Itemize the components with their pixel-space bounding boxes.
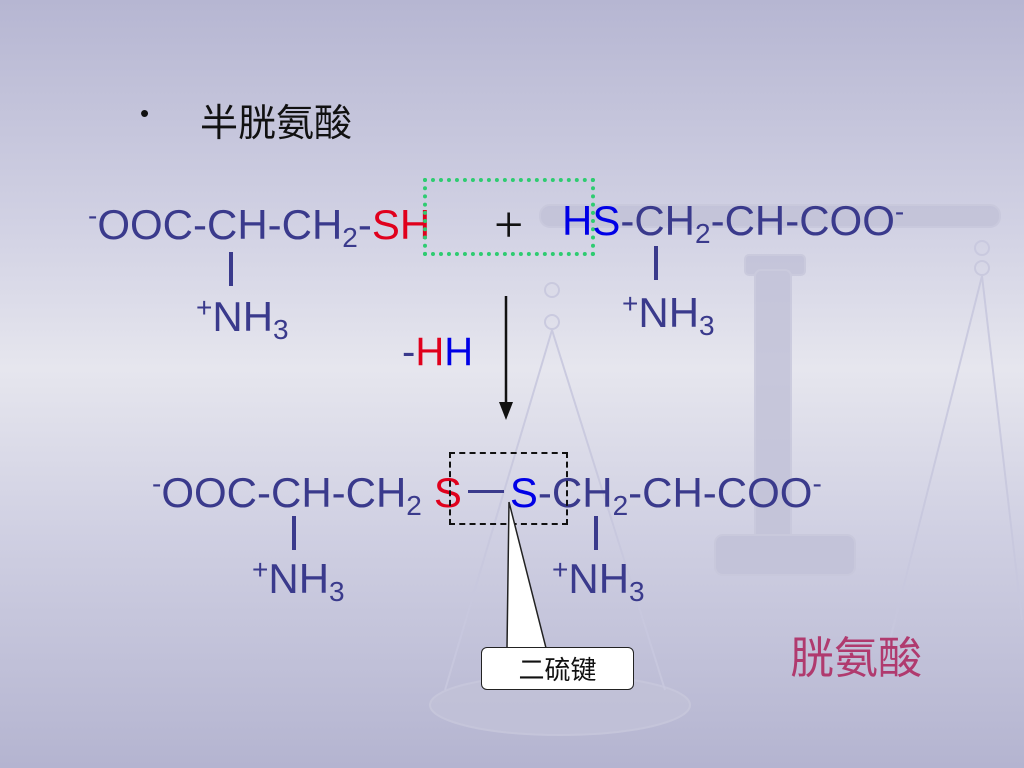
product-chain-b: CH — [551, 469, 613, 516]
amine-plus-charge: + — [252, 554, 269, 585]
disulfide-bond-callout: 二硫键 — [481, 647, 634, 690]
amine-nh: NH — [268, 555, 330, 602]
bullet-point: • — [140, 98, 150, 128]
ch2-subscript: 2 — [406, 490, 422, 521]
ch2-subscript: 2 — [612, 490, 629, 521]
product-chain-a: OOC-CH-CH — [161, 469, 407, 516]
ch2-subscript: 2 — [695, 218, 711, 249]
product-amine-right: +NH3 — [552, 555, 645, 606]
amine-bond-line — [292, 516, 296, 550]
carboxylate-charge: - — [812, 468, 822, 499]
carboxylate-charge: - — [88, 200, 98, 231]
slide-title: 半胱氨酸 — [200, 101, 353, 145]
carboxylate-charge: - — [152, 468, 162, 499]
amine-plus-charge: + — [552, 554, 569, 585]
reactant-left-chain: OOC-CH-CH — [97, 201, 343, 248]
reactant-right-chain-a: -CH — [620, 197, 696, 244]
minus-sign: - — [402, 330, 416, 374]
bond-dash: - — [357, 201, 372, 248]
amine-subscript: 3 — [273, 314, 289, 345]
eliminated-h-red: H — [415, 330, 445, 374]
thiol-h-atom: H — [562, 197, 593, 244]
amine-nh: NH — [638, 289, 700, 336]
product-amine-left: +NH3 — [252, 555, 345, 606]
product-chain-c: -CH-COO — [628, 469, 813, 516]
amine-bond-line — [654, 246, 658, 280]
disulfide-bond-line — [467, 490, 504, 493]
reactant-right-formula: HS-CH2-CH-COO- — [562, 197, 904, 248]
thiol-s-atom: S — [371, 201, 400, 248]
amine-bond-line — [594, 516, 598, 550]
disulfide-s-left: S — [433, 469, 462, 516]
amine-subscript: 3 — [699, 310, 715, 341]
amine-subscript: 3 — [329, 576, 345, 607]
reactant-left-amine: +NH3 — [196, 293, 289, 344]
product-name: 胱氨酸 — [790, 633, 922, 684]
reaction-arrow-icon — [499, 296, 513, 420]
ch2-subscript: 2 — [342, 222, 358, 253]
disulfide-highlight-box — [449, 452, 568, 525]
reactant-right-chain-b: -CH-COO — [710, 197, 895, 244]
amine-nh: NH — [568, 555, 630, 602]
amine-plus-charge: + — [622, 288, 639, 319]
reactant-left-formula: -OOC-CH-CH2-SH — [88, 201, 430, 252]
amine-nh: NH — [212, 293, 274, 340]
plus-sign: + — [494, 197, 524, 254]
reactant-right-amine: +NH3 — [622, 289, 715, 340]
thiol-s-atom: S — [592, 197, 621, 244]
amine-plus-charge: + — [196, 292, 213, 323]
amine-bond-line — [229, 252, 233, 286]
amine-subscript: 3 — [629, 576, 645, 607]
eliminated-h-blue: H — [444, 330, 474, 374]
thiol-highlight-box — [423, 178, 595, 256]
elimination-label: -HH — [402, 332, 473, 372]
carboxylate-charge: - — [894, 196, 905, 227]
